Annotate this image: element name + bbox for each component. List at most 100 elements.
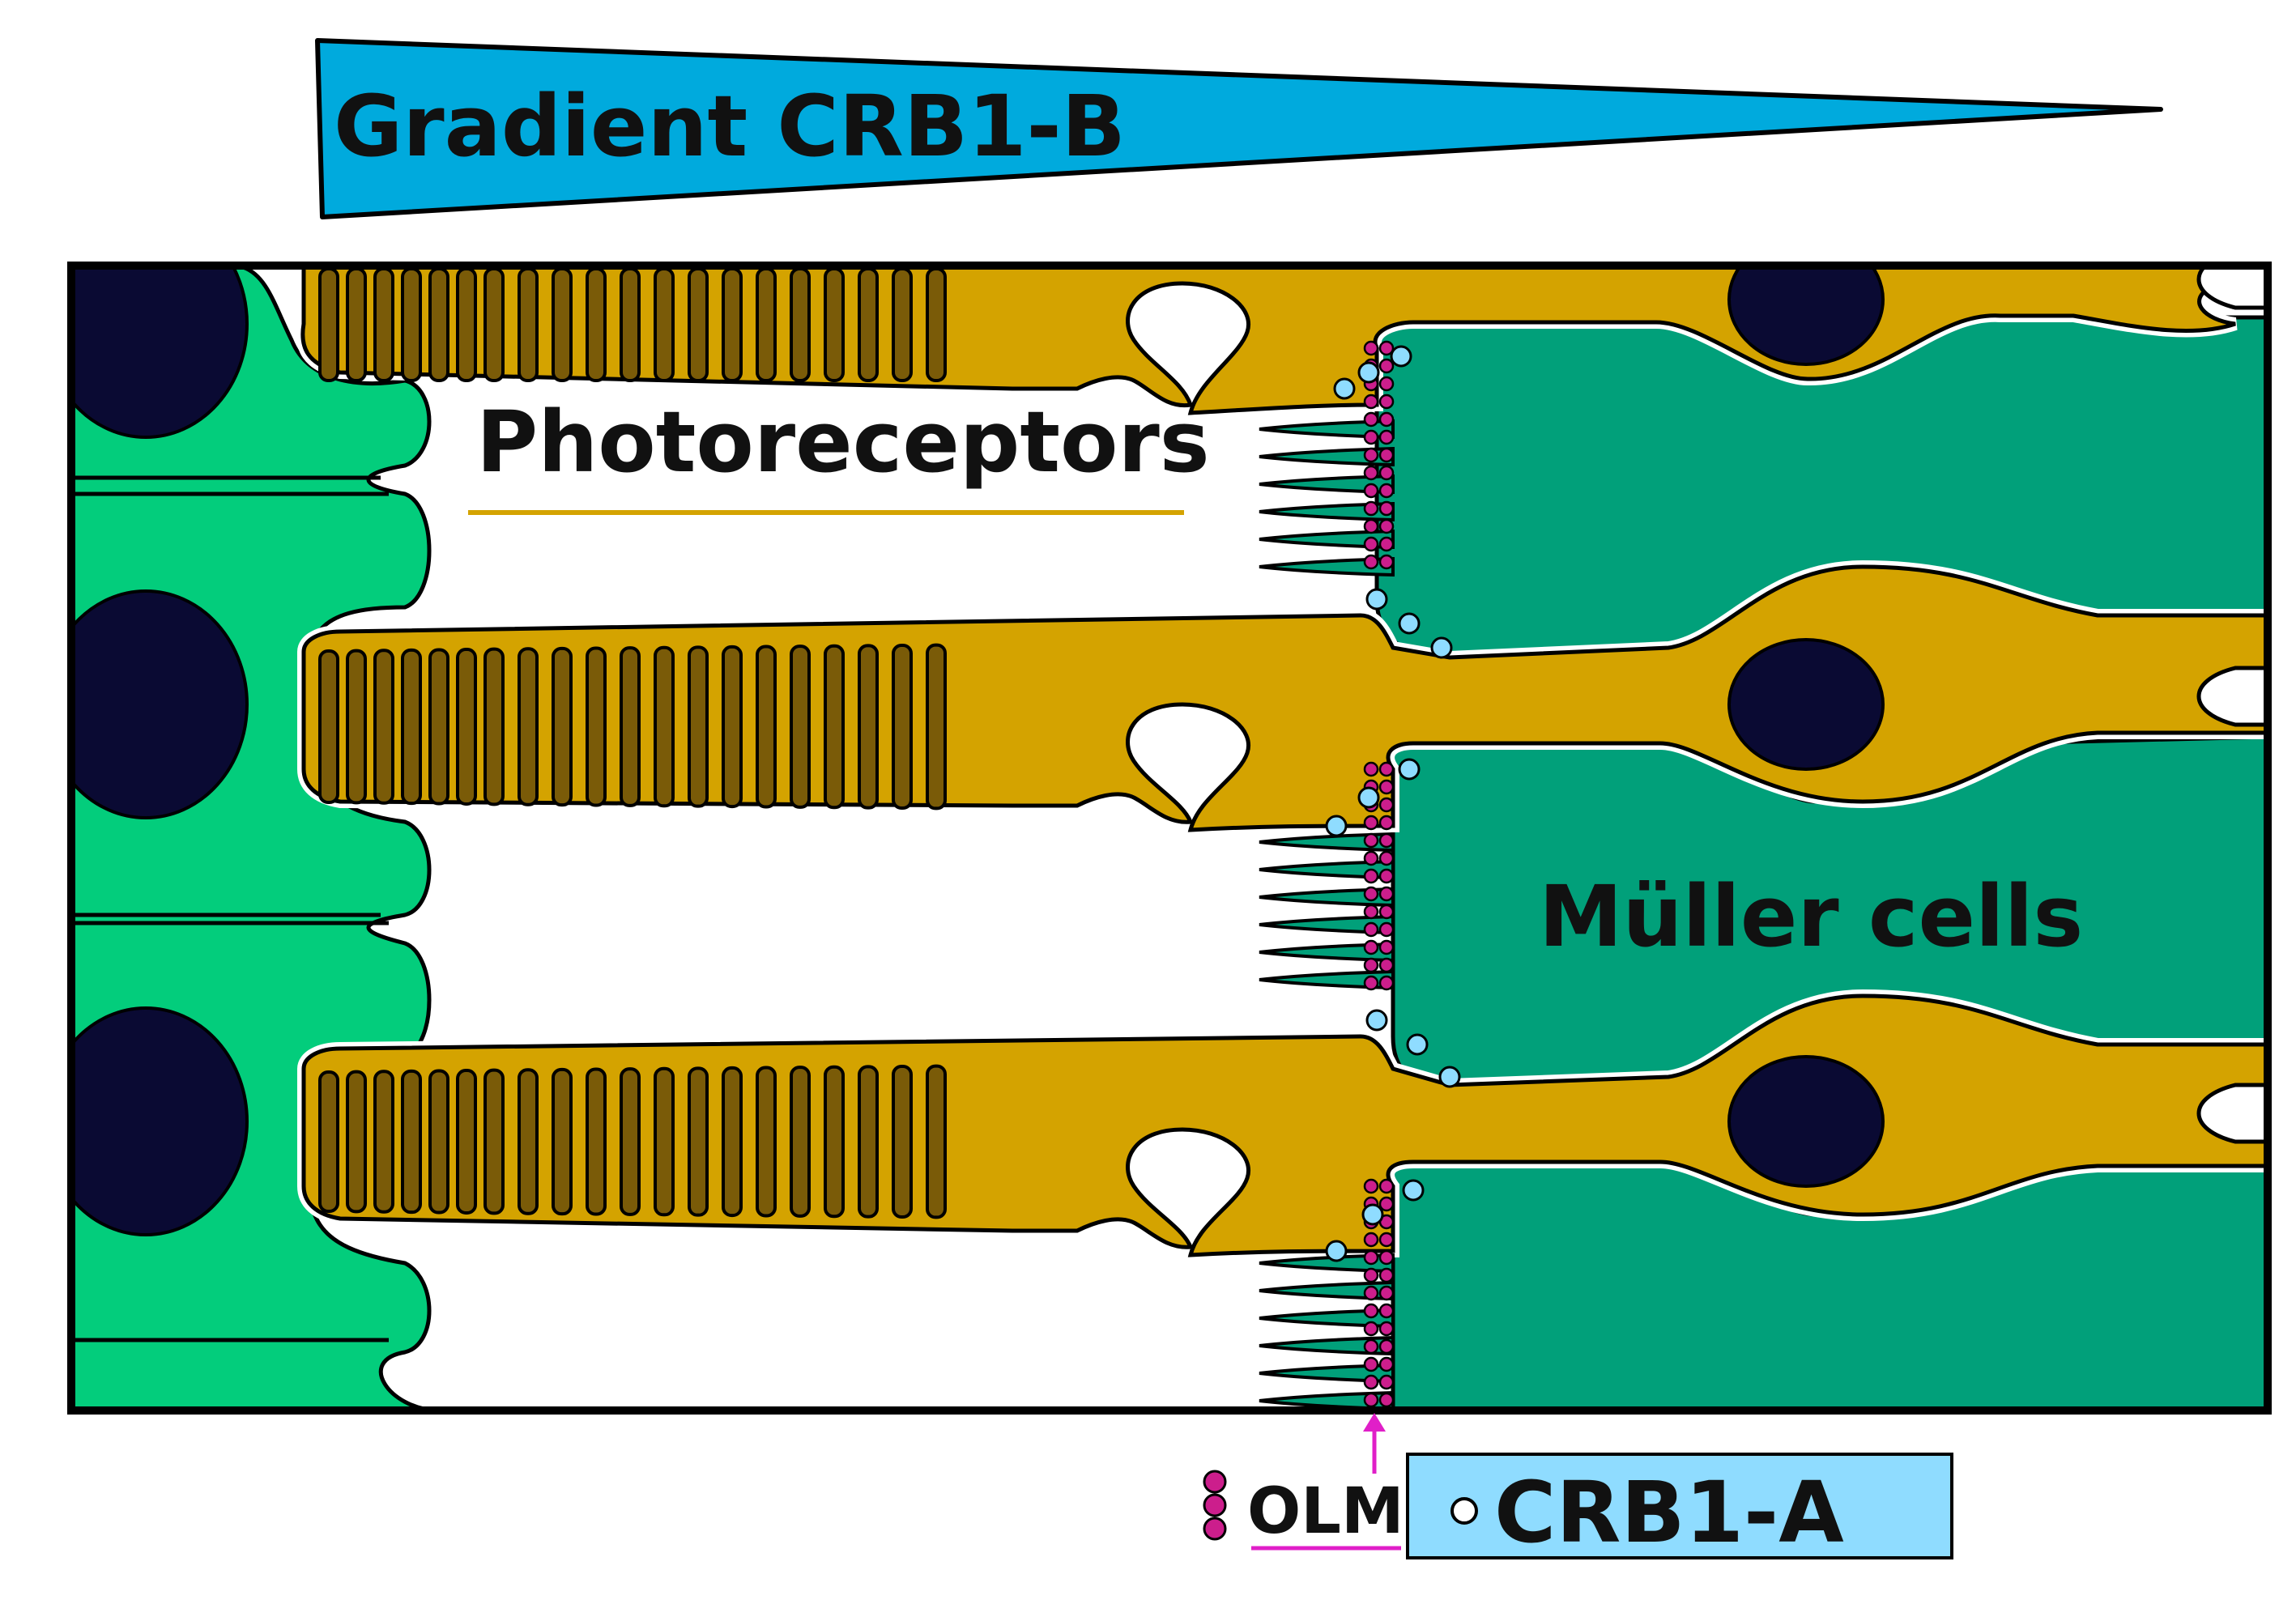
photoreceptor-layer [296, 266, 2268, 1262]
olm-junction-dot [1378, 465, 1395, 481]
olm-junction-dot [1378, 1303, 1395, 1319]
outer-segment-disc [620, 267, 641, 382]
muller-microvillus [1259, 1280, 1395, 1301]
olm-junction-dot [1378, 1267, 1395, 1283]
olm-junction-dot [1363, 761, 1379, 777]
outer-segment-disc [756, 267, 777, 382]
crb1a-legend-dot-icon [1450, 1497, 1478, 1525]
olm-junction-dot [1363, 1232, 1379, 1248]
muller-microvillus [1259, 914, 1395, 935]
outer-segment-disc [428, 1069, 449, 1215]
rpe-nucleus [71, 1006, 249, 1236]
olm-junction-dot [1378, 975, 1395, 991]
crb1a-dot [1357, 786, 1380, 809]
muller-microvillus [1259, 1335, 1395, 1356]
olm-label: OLM [1247, 1475, 1404, 1548]
microvilli-layer [1259, 419, 1395, 1410]
olm-junction-dot [1363, 1285, 1379, 1301]
muller-microvillus [1259, 419, 1395, 440]
outer-segment-disc [654, 1066, 675, 1217]
olm-junction-dot [1378, 1196, 1395, 1212]
outer-segment-disc [654, 645, 675, 808]
outer-segment-disc [858, 267, 879, 382]
olm-junction-dot [1378, 1178, 1395, 1194]
muller-microvillus [1259, 969, 1395, 990]
olm-junction-dot [1378, 886, 1395, 902]
olm-junction-dot [1363, 447, 1379, 463]
olm-arrow-head [1363, 1413, 1386, 1432]
olm-junction-dot [1363, 850, 1379, 866]
olm-junction-dot [1378, 815, 1395, 831]
outer-segment-disc [892, 267, 913, 382]
gradient-wedge [315, 38, 2163, 219]
olm-junction-dot [1363, 554, 1379, 570]
olm-junction-dot [1363, 1249, 1379, 1266]
outer-segment-disc [824, 1065, 845, 1219]
crb1a-dot [1406, 1033, 1429, 1056]
photoreceptor-nucleus [1727, 638, 1885, 771]
muller-microvillus [1259, 887, 1395, 908]
muller-microvillus [1259, 446, 1395, 467]
olm-junction-dot [1363, 1178, 1379, 1194]
olm-junction-dot [1363, 1338, 1379, 1355]
synaptic-fork [2196, 1083, 2268, 1144]
olm-junction-dot [1363, 1267, 1379, 1283]
muller-microvillus [1259, 1308, 1395, 1329]
olm-junction-dot [1378, 779, 1395, 795]
olm-junction-dot [1363, 411, 1379, 428]
outer-segment-disc [688, 1066, 709, 1217]
crb1a-dot [1325, 1240, 1348, 1262]
outer-segment-disc [456, 1069, 477, 1215]
outer-segment-disc [858, 644, 879, 810]
olm-junction-dot [1363, 815, 1379, 831]
gradient-label: Gradient CRB1-B [334, 77, 1126, 176]
olm-junction-dot [1378, 904, 1395, 920]
outer-segment-disc [722, 267, 743, 382]
olm-junction-dot [1363, 832, 1379, 849]
crb1a-legend-box [1406, 1453, 1953, 1559]
olm-junction-dot [1363, 939, 1379, 955]
olm-junction-dot [1378, 1356, 1395, 1372]
olm-junction-dot [1378, 429, 1395, 445]
rpe-nucleus [71, 589, 249, 819]
outer-segment-disc [518, 267, 539, 382]
outer-segment-disc [688, 267, 709, 382]
synaptic-fork [2196, 266, 2268, 310]
crb1a-dot [1365, 1009, 1388, 1032]
outer-segment-disc [318, 267, 339, 382]
outer-segment-disc [824, 644, 845, 810]
olm-junction-dot [1363, 957, 1379, 973]
outer-segment-disc [552, 1067, 573, 1216]
olm-junction-dot [1378, 1249, 1395, 1266]
olm-junction-dot [1378, 1285, 1395, 1301]
crb1a-dot [1398, 758, 1421, 781]
olm-junction-dot [1378, 483, 1395, 499]
olm-junction-dot [1378, 1392, 1395, 1408]
muller-microvillus [1259, 859, 1395, 880]
olm-junction-dot [1378, 358, 1395, 374]
photoreceptors-label: Photoreceptors [476, 393, 1210, 491]
outer-segment-disc [654, 267, 675, 382]
outer-segment-disc [346, 649, 367, 805]
outer-segment-disc [722, 1066, 743, 1218]
olm-junction-dot [1363, 394, 1379, 410]
crb1a-dot [1390, 345, 1412, 368]
olm-junction-dot [1363, 340, 1379, 356]
muller-cells-label: Müller cells [1539, 867, 2083, 966]
outer-segment-disc [401, 267, 422, 382]
olm-junction-dot [1363, 975, 1379, 991]
outer-segment-disc [428, 267, 449, 382]
olm-junction-dot [1378, 939, 1395, 955]
muller-layer [1373, 315, 2268, 1410]
outer-segment-disc [926, 643, 947, 811]
olm-junction-dot [1378, 921, 1395, 938]
olm-junction-dot [1378, 411, 1395, 428]
olm-junction-dot [1378, 1338, 1395, 1355]
outer-segment-disc [456, 648, 477, 806]
olm-junction-dot [1378, 957, 1395, 973]
photoreceptor-nucleus [1727, 266, 1885, 366]
rpe-nucleus [71, 266, 249, 439]
outer-segment-disc [892, 643, 913, 811]
